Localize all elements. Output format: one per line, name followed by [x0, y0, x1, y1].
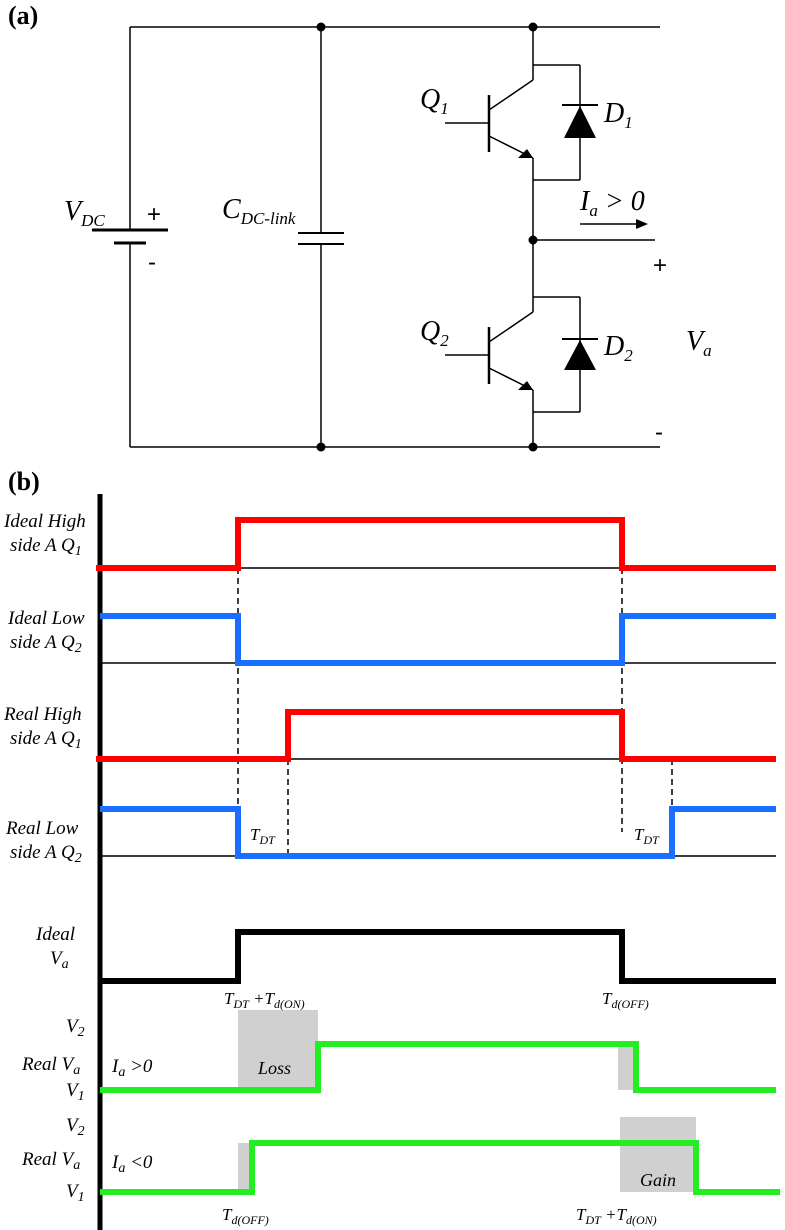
circuit-schematic: [92, 26, 660, 448]
output-voltage-label: Va: [686, 326, 712, 360]
circuit-filled-marks: [316, 22, 648, 452]
q1-emitter-arrow: [518, 149, 533, 158]
d1-diode-triangle: [564, 106, 596, 138]
waveform-ideal-high-q1: [96, 517, 776, 571]
shaded-regions: [238, 1010, 696, 1193]
junction-dot: [528, 235, 538, 245]
waveform-ideal-low-q2: [100, 613, 776, 666]
v1-label-upper: V1: [66, 1080, 85, 1104]
junction-dot: [528, 22, 538, 32]
ia-positive-label: Ia >0: [111, 1056, 153, 1080]
waveform-real-va-negative: [100, 1140, 780, 1195]
bottom-tdoff-label: Td(OFF): [222, 1205, 269, 1227]
junction-dot: [316, 442, 326, 452]
tdt-left-label: TDT: [250, 825, 276, 847]
ia-negative-label: Ia <0: [111, 1152, 153, 1176]
tdoff-label: Td(OFF): [602, 989, 649, 1011]
capacitor-symbol: [298, 232, 344, 245]
d2-label: D2: [603, 331, 633, 365]
tdt-plus-tdon-label: TDT +Td(ON): [224, 989, 305, 1011]
junction-dot: [528, 442, 538, 452]
v2-label-upper: V2: [66, 1016, 85, 1040]
row-label-ideal-va: Ideal Va: [35, 924, 80, 972]
tdt-right-label: TDT: [634, 825, 660, 847]
bottom-tdt-plus-tdon-label: TDT +Td(ON): [576, 1205, 657, 1227]
battery-symbol: [92, 228, 168, 245]
d1-label: D1: [603, 98, 633, 132]
v2-label-lower: V2: [66, 1115, 85, 1139]
row-label-ideal-high: Ideal High side A Q1: [3, 511, 91, 559]
panel-b-label: (b): [8, 467, 40, 496]
small-region-top: [618, 1044, 636, 1090]
junction-dot: [316, 22, 326, 32]
q2-label: Q2: [420, 316, 449, 350]
v1-label-lower: V1: [66, 1181, 85, 1205]
row-label-real-high: Real High side A Q1: [3, 704, 86, 752]
waveform-real-high-q1: [96, 709, 776, 762]
row-label-real-va-positive: Real Va: [21, 1054, 80, 1078]
q2-transistor-symbol: [445, 297, 534, 412]
waveform-real-low-q2: [100, 806, 776, 859]
output-minus-sign: -: [655, 419, 663, 446]
capacitor-label: CDC-link: [222, 194, 296, 228]
row-label-real-va-negative: Real Va: [21, 1149, 80, 1173]
waveforms: [96, 517, 780, 1195]
d2-diode-triangle: [564, 340, 596, 370]
panel-a-label: (a): [8, 1, 38, 30]
gain-label: Gain: [640, 1170, 676, 1190]
row-label-ideal-low: Ideal Low side A Q2: [7, 608, 89, 656]
current-arrowhead: [636, 219, 648, 229]
q1-transistor-symbol: [445, 65, 534, 180]
source-label: VDC: [64, 196, 105, 230]
q2-emitter-arrow: [518, 381, 533, 390]
gain-region: [620, 1117, 696, 1192]
loss-label: Loss: [257, 1058, 291, 1078]
row-label-real-low: Real Low side A Q2: [5, 818, 83, 866]
d2-diode-symbol: [533, 296, 598, 413]
source-plus-sign: +: [147, 201, 161, 228]
q1-label: Q1: [420, 84, 449, 118]
output-plus-sign: +: [653, 252, 667, 279]
waveform-ideal-va: [100, 929, 776, 984]
loss-region: [238, 1010, 318, 1090]
source-minus-sign: -: [148, 249, 156, 276]
small-region-bottom: [238, 1143, 252, 1193]
current-label: Ia > 0: [579, 186, 645, 220]
waveform-real-va-positive: [100, 1041, 776, 1093]
